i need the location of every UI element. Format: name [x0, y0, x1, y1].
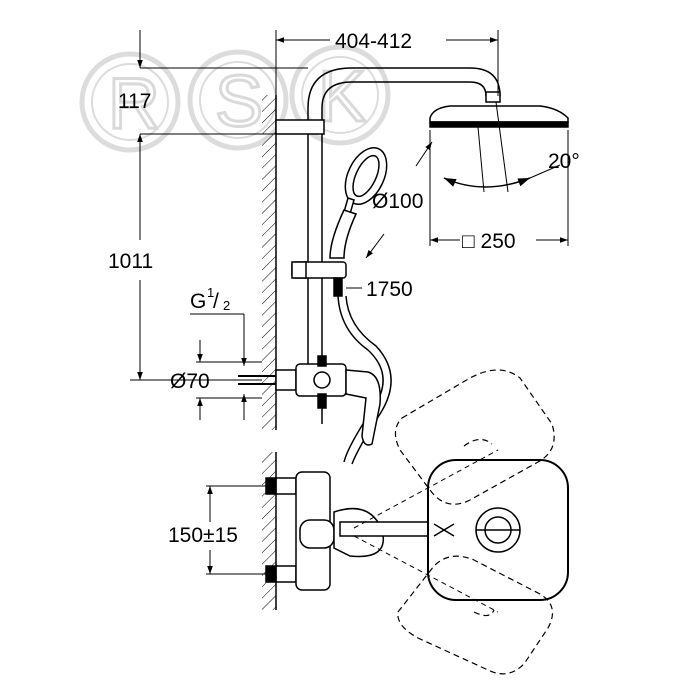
thread-numerator: 1	[207, 285, 214, 300]
rotation-outline-upper	[394, 369, 555, 505]
thread-main-label: G	[190, 290, 206, 313]
dim-inlet-spacing	[206, 485, 266, 575]
dim-hand-shower-label: Ø100	[372, 190, 423, 213]
dim-head-size-label: □ 250	[462, 230, 516, 253]
head-shower-top-view	[427, 459, 569, 601]
dim-reach-label: 404-412	[335, 30, 412, 53]
dim-height	[130, 134, 262, 381]
watermark-letter-s: S	[215, 62, 263, 142]
watermark-letter-r: R	[108, 64, 160, 144]
dim-hand-shower	[365, 141, 433, 259]
watermark: R S K	[79, 44, 391, 153]
thread-slash: /	[213, 290, 219, 313]
head-shower	[429, 101, 569, 193]
rotation-outline-lower	[397, 555, 554, 675]
dim-head-size	[429, 130, 569, 246]
dim-rosette	[196, 340, 276, 420]
shower-hose-inner	[345, 295, 392, 465]
shower-riser	[275, 67, 501, 380]
hand-shower	[291, 147, 388, 297]
thread-denominator: 2	[223, 298, 230, 313]
shower-hose	[337, 295, 384, 463]
dim-height-label: 1011	[108, 250, 153, 273]
dim-angle-label: 20°	[548, 150, 580, 173]
upper-mixer	[275, 355, 381, 446]
dim-arm-drop-label: 117	[118, 90, 151, 113]
dim-inlet-spacing-label: 150±15	[168, 524, 238, 547]
dim-hose-label: 1750	[366, 278, 413, 301]
dim-reach	[275, 30, 499, 96]
upper-wall	[262, 95, 277, 430]
dim-rosette-label: Ø70	[170, 370, 210, 393]
dim-arm-drop	[137, 30, 308, 135]
lower-wall	[262, 452, 277, 610]
thread-label: G 1 / 2	[190, 285, 247, 420]
swing-lines	[353, 449, 499, 613]
